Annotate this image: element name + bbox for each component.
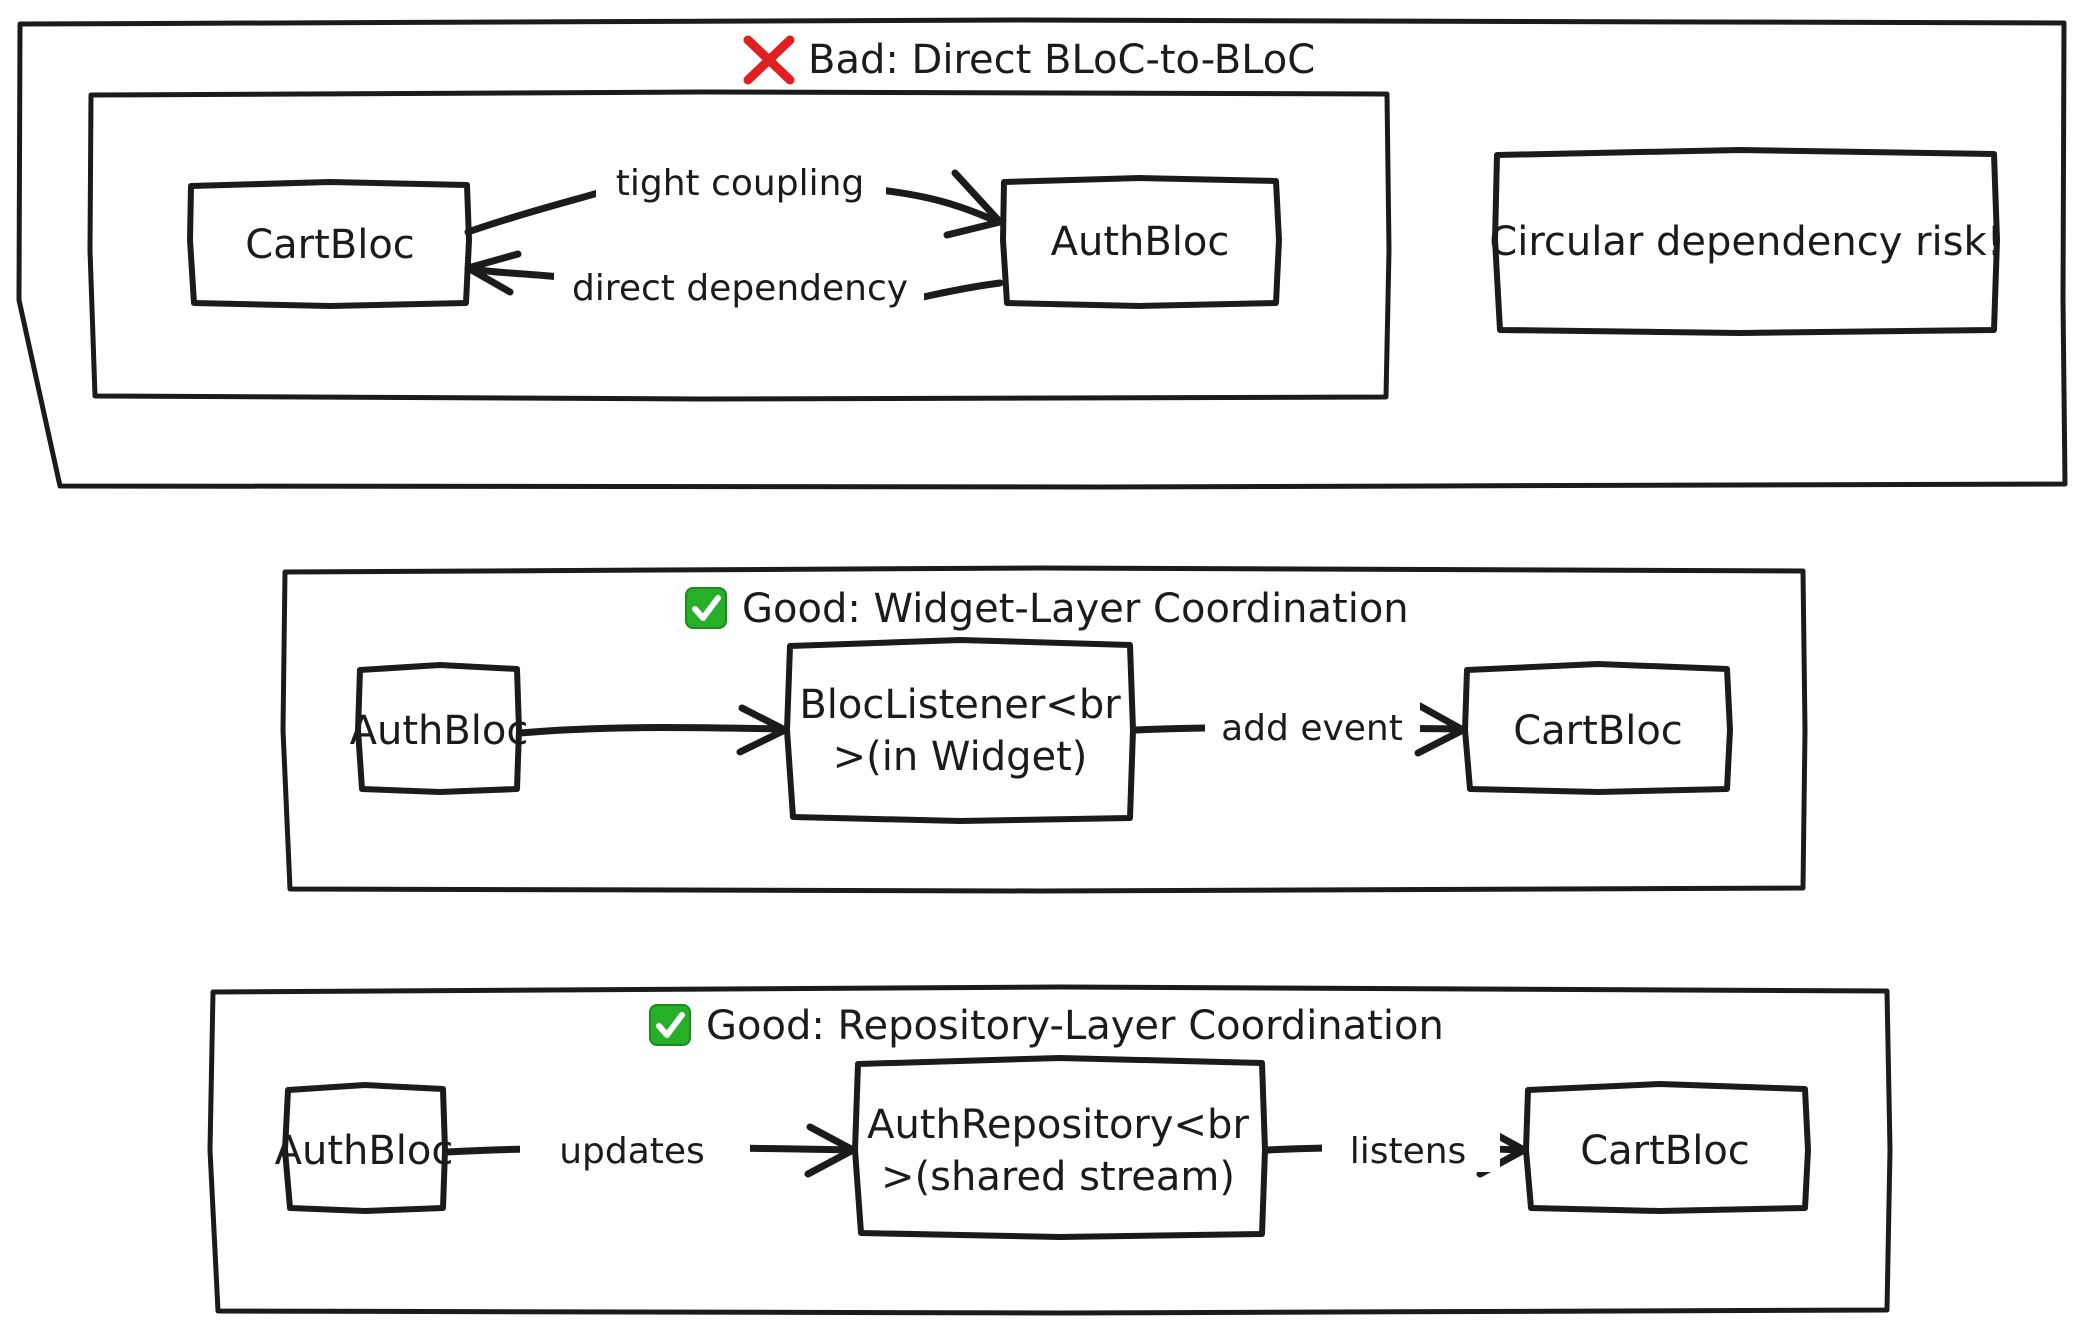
- check-mark-button-icon: [685, 587, 727, 629]
- node-circular-risk-note-label: Circular dependency risk!: [1489, 219, 2002, 265]
- edge-listener-to-cart: add event: [1131, 698, 1467, 757]
- node-cart-bloc-repo-label: CartBloc: [1580, 1128, 1750, 1174]
- node-bloc-listener-label-line2: >(in Widget): [833, 734, 1088, 780]
- node-circular-risk-note[interactable]: Circular dependency risk!: [1489, 147, 2003, 336]
- node-cart-bloc-widget-label: CartBloc: [1513, 708, 1683, 754]
- node-bloc-listener-label-line1: BlocListener<br: [799, 682, 1121, 728]
- node-cart-bloc-widget[interactable]: CartBloc: [1462, 661, 1733, 795]
- edge-listener-to-cart-label: add event: [1221, 708, 1403, 749]
- node-cart-bloc-box[interactable]: [187, 179, 472, 309]
- edge-cart-to-auth-label-bg: [596, 156, 886, 204]
- node-auth-repository-label-line1: AuthRepository<br: [867, 1102, 1249, 1148]
- panel-2-title: Good: Widget-Layer Coordination: [742, 586, 1409, 632]
- panel-good-repository-layer: Good: Repository-Layer Coordination Auth…: [207, 984, 1893, 1316]
- node-auth-bloc[interactable]: AuthBloc: [1000, 175, 1282, 309]
- edge-listener-to-cart-label-bg: [1205, 698, 1420, 748]
- edge-auth-to-listener: [516, 704, 789, 756]
- check-mark-button-icon: [649, 1004, 691, 1046]
- panel-bad-direct-bloc-to-bloc: Bad: Direct BLoC-to-BLoC CartBloc AuthBl…: [16, 17, 2068, 490]
- node-cart-bloc-widget-box[interactable]: [1462, 661, 1733, 795]
- node-auth-bloc-widget[interactable]: AuthBloc: [350, 662, 529, 795]
- edge-repo-to-cart: listens: [1263, 1120, 1528, 1178]
- panel-1-title: Bad: Direct BLoC-to-BLoC: [808, 37, 1315, 83]
- cross-mark-icon: [743, 35, 795, 85]
- node-auth-bloc-repo[interactable]: AuthBloc: [275, 1082, 454, 1214]
- panel-3-title: Good: Repository-Layer Coordination: [706, 1003, 1444, 1049]
- edge-repo-to-cart-label-bg: [1322, 1120, 1500, 1172]
- node-cart-bloc[interactable]: CartBloc: [187, 179, 472, 309]
- panel-good-widget-layer: Good: Widget-Layer Coordination AuthBloc…: [280, 565, 1808, 894]
- edge-auth-to-cart-label-bg: [554, 262, 924, 310]
- edge-auth-to-repo-label: updates: [559, 1131, 705, 1172]
- node-circular-risk-note-box[interactable]: [1492, 147, 2000, 336]
- node-auth-bloc-box[interactable]: [1000, 175, 1282, 309]
- node-cart-bloc-repo-box[interactable]: [1523, 1081, 1811, 1214]
- edge-cart-to-auth-label: tight coupling: [616, 163, 865, 204]
- node-auth-bloc-widget-label: AuthBloc: [350, 708, 529, 754]
- edge-cart-to-auth: tight coupling: [464, 156, 1004, 239]
- node-cart-bloc-repo[interactable]: CartBloc: [1523, 1081, 1811, 1214]
- edge-auth-to-repo-label-bg: [520, 1120, 750, 1172]
- edge-auth-to-cart: direct dependency: [464, 250, 1004, 310]
- node-auth-bloc-label: AuthBloc: [1051, 219, 1230, 265]
- node-auth-bloc-widget-box[interactable]: [355, 662, 522, 795]
- node-auth-repository[interactable]: AuthRepository<br >(shared stream): [852, 1055, 1268, 1240]
- edge-auth-to-cart-label: direct dependency: [572, 268, 908, 309]
- edge-repo-to-cart-label: listens: [1350, 1131, 1467, 1172]
- node-bloc-listener-box[interactable]: [784, 637, 1136, 824]
- node-auth-repository-label-line2: >(shared stream): [881, 1154, 1235, 1200]
- panel-1-inner-frame: [87, 89, 1392, 402]
- edge-auth-to-repo: updates: [443, 1120, 857, 1178]
- node-auth-bloc-repo-box[interactable]: [282, 1082, 448, 1214]
- node-auth-repository-box[interactable]: [852, 1055, 1268, 1240]
- node-cart-bloc-label: CartBloc: [245, 222, 415, 268]
- node-bloc-listener[interactable]: BlocListener<br >(in Widget): [784, 637, 1136, 824]
- node-auth-bloc-repo-label: AuthBloc: [275, 1128, 454, 1174]
